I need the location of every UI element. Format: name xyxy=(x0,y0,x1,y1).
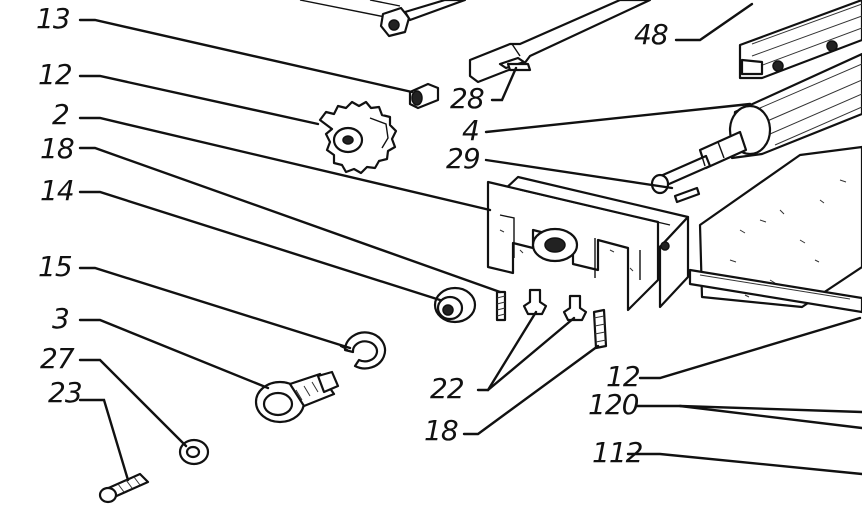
label-120: 120 xyxy=(588,388,639,421)
part-upper-shaft xyxy=(468,0,652,84)
part-main-shaft-4 xyxy=(650,52,862,195)
leader-lines xyxy=(78,2,862,482)
label-12-top: 12 xyxy=(38,58,72,91)
label-2: 2 xyxy=(52,98,69,131)
part-gear-12 xyxy=(318,100,398,175)
label-28: 28 xyxy=(450,82,484,115)
part-circlip-15 xyxy=(339,331,387,370)
part-rack-48 xyxy=(738,0,862,80)
label-18-left: 18 xyxy=(40,132,74,165)
label-14: 14 xyxy=(40,174,74,207)
part-screw-18a xyxy=(495,290,507,322)
part-grub-screws-22 xyxy=(522,288,588,322)
label-3: 3 xyxy=(52,302,69,335)
label-12-right: 12 xyxy=(606,360,640,393)
label-27: 27 xyxy=(40,342,75,375)
part-pin-29 xyxy=(673,186,701,204)
part-small-pin-13 xyxy=(408,82,440,110)
part-screw-18b xyxy=(592,308,608,350)
label-4: 4 xyxy=(462,114,479,147)
part-carriage-block xyxy=(486,175,690,312)
part-knob-3 xyxy=(254,370,340,424)
label-29: 29 xyxy=(446,142,480,175)
label-23: 23 xyxy=(48,376,82,409)
label-13: 13 xyxy=(36,2,70,35)
label-18-bottom: 18 xyxy=(424,414,458,447)
part-bushing-14 xyxy=(433,286,477,324)
part-slide-housing xyxy=(688,145,862,314)
label-15: 15 xyxy=(38,250,72,283)
part-upper-pin xyxy=(299,0,467,38)
part-bolt-23 xyxy=(98,472,150,504)
label-22: 22 xyxy=(430,372,464,405)
label-112: 112 xyxy=(592,436,643,469)
label-48: 48 xyxy=(634,18,668,51)
